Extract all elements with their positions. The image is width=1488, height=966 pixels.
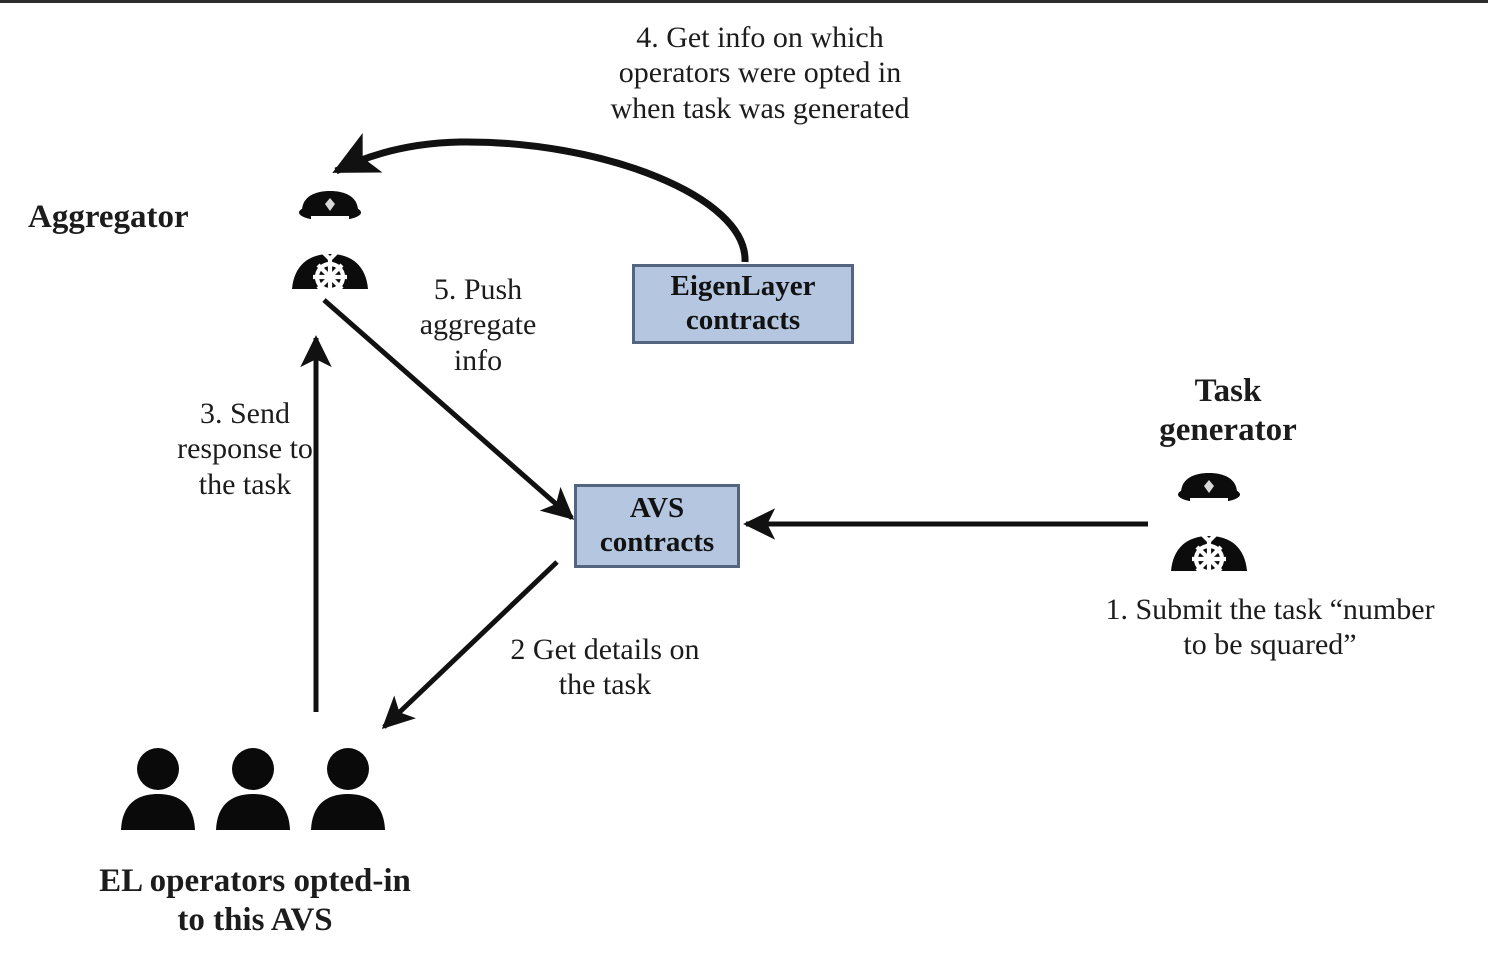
operators-label: EL operators opted-in to this AVS (99, 863, 411, 938)
task-generator-label: Task generator (1159, 373, 1297, 448)
aggregator-label: Aggregator (28, 199, 189, 235)
step4-label: 4. Get info on which operators were opte… (610, 21, 910, 125)
task-generator-captain-icon (1165, 472, 1253, 576)
operators-people-icon (118, 748, 394, 832)
eigenlayer-contracts-box[interactable]: EigenLayer contracts (632, 264, 854, 344)
step5-label: 5. Push aggregate info (419, 273, 537, 377)
step2-label: 2 Get details on the task (510, 633, 700, 702)
avs-contracts-box[interactable]: AVS contracts (574, 484, 740, 568)
step3-label: 3. Send response to the task (177, 397, 313, 501)
arrow-step4-eigenlayer-to-aggregator (332, 133, 749, 263)
top-rule-divider (0, 0, 1488, 3)
step1-label: 1. Submit the task “number to be squared… (1105, 593, 1435, 662)
aggregator-captain-icon (286, 190, 374, 294)
